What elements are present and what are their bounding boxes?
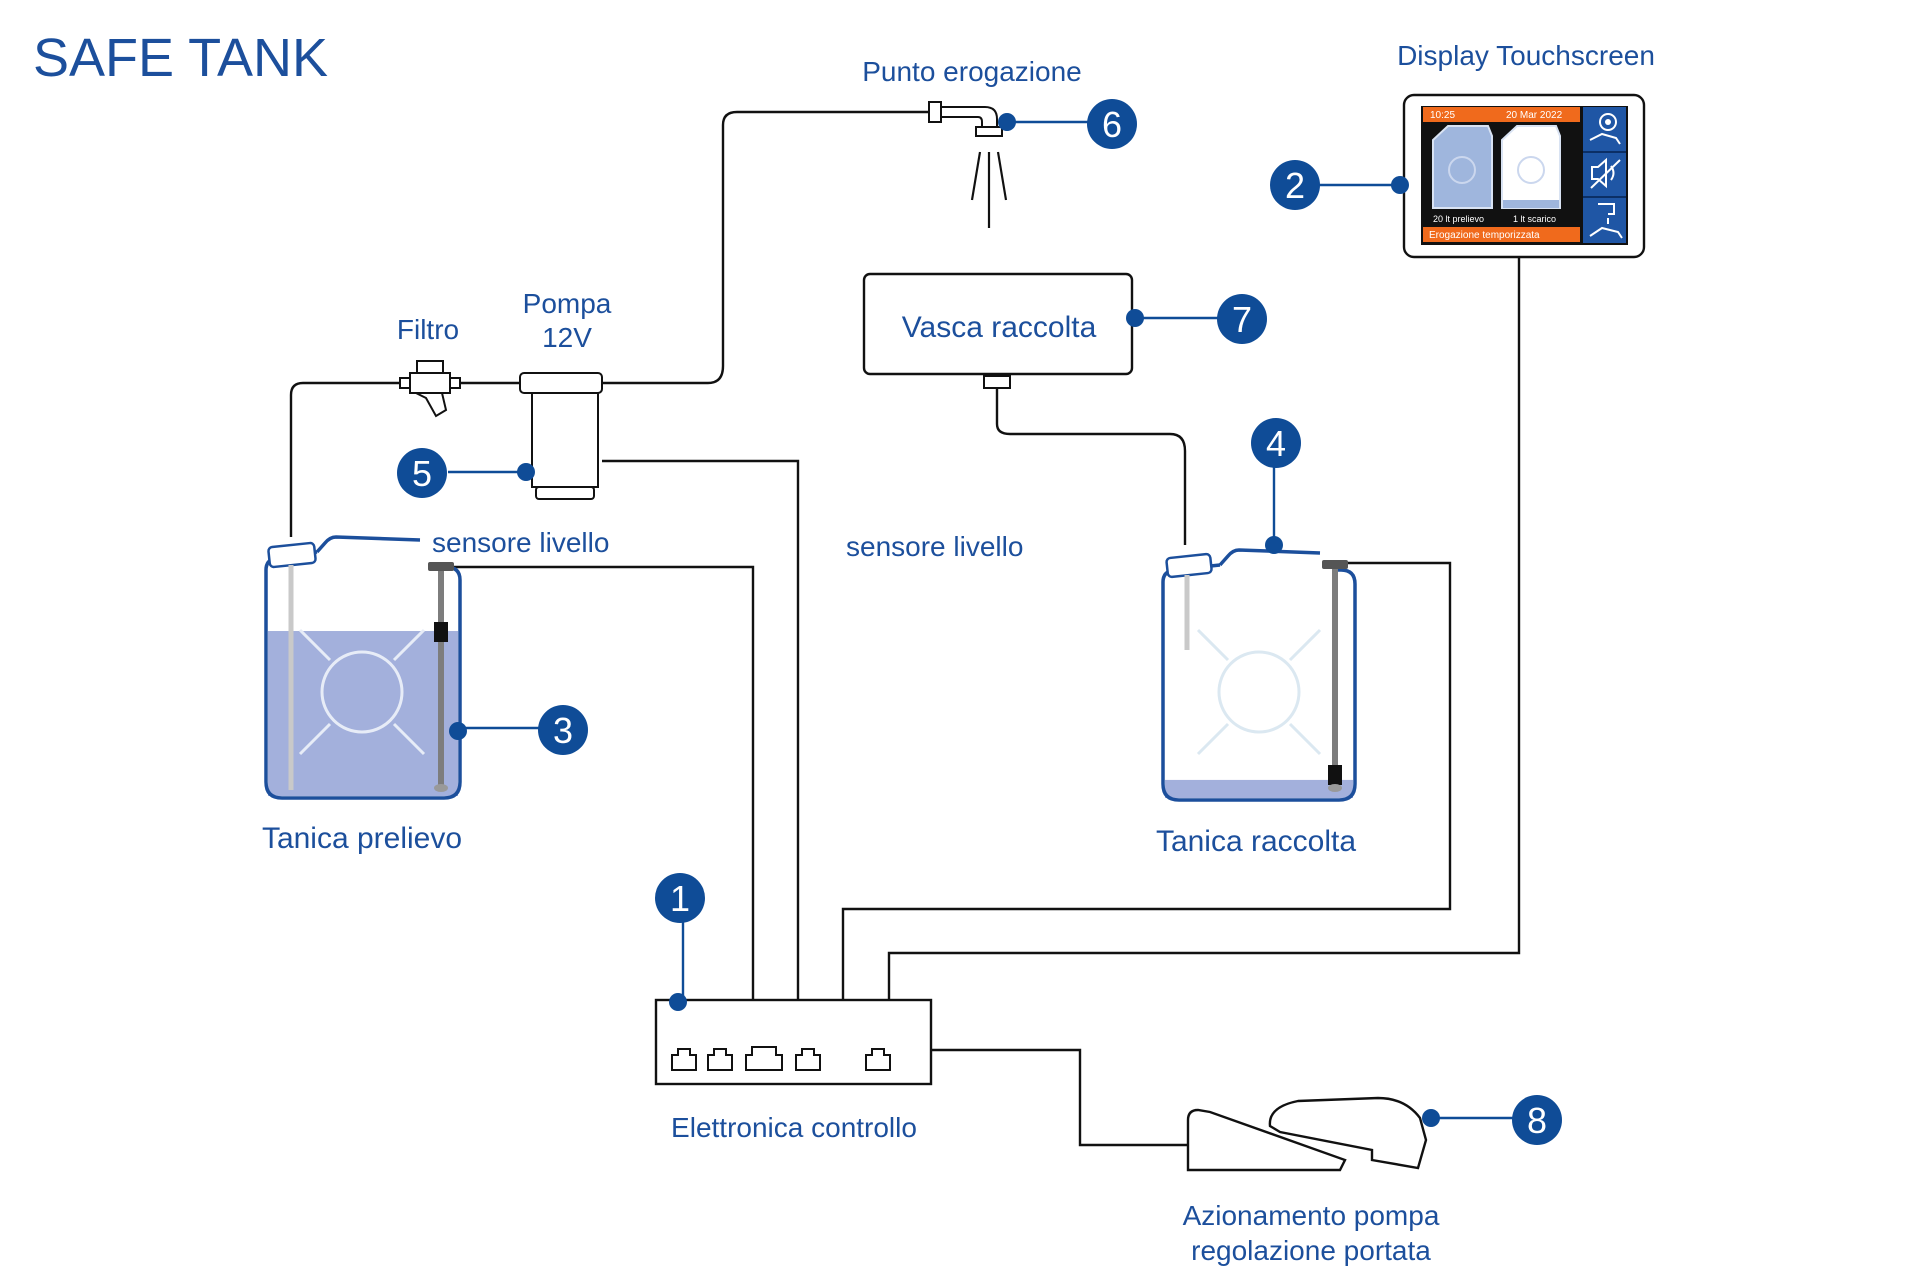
label-pedal-line1: Azionamento pompa [1183,1200,1440,1231]
screen-date: 20 Mar 2022 [1506,110,1563,121]
port-3 [745,1046,783,1071]
label-collection-basin: Vasca raccolta [902,311,1097,344]
dispense-tap [928,101,1008,228]
pipe-pump-to-dispense [602,110,929,385]
callout-1: 1 [655,873,705,923]
wire-pump [602,459,800,1000]
screen-status-bar [1423,227,1580,242]
connections [289,110,1521,1147]
pump-component [519,372,603,500]
screen-tank-scarico [1501,125,1561,209]
callout-7: 7 [1217,294,1267,344]
port-2 [707,1048,733,1071]
screen-tank-prelievo [1432,125,1493,209]
callout-6-number: 6 [1102,104,1122,145]
port-1 [671,1048,697,1071]
screen-tank-prelievo-label: 20 lt prelievo [1433,214,1484,224]
callout-2: 2 [1270,160,1320,210]
callout-3-number: 3 [553,710,573,751]
mute-icon[interactable] [1590,157,1621,189]
touchscreen-display: 10:25 20 Mar 2022 20 lt prelievo 1 lt sc… [1402,93,1646,259]
callout-8: 8 [1512,1095,1562,1145]
label-filter: Filtro [397,314,459,345]
pipe-tank-to-filter [289,381,400,537]
label-display: Display Touchscreen [1397,40,1655,71]
label-control-unit: Elettronica controllo [671,1112,917,1143]
callout-4-number: 4 [1266,423,1286,464]
label-dispense-point: Punto erogazione [862,56,1082,87]
callout-lines [448,120,1514,1120]
tap-hand-icon[interactable] [1589,203,1623,239]
screen-status: Erogazione temporizzata [1429,230,1540,241]
callout-3: 3 [538,705,588,755]
callout-4: 4 [1251,418,1301,468]
callout-2-number: 2 [1285,165,1305,206]
callout-6: 6 [1087,99,1137,149]
port-5 [865,1048,891,1071]
label-pump-line2: 12V [542,322,592,353]
wire-sensor-right [841,561,1452,1000]
label-tank-draw: Tanica prelievo [262,822,462,855]
settings-hand-icon[interactable] [1589,113,1621,145]
port-4 [795,1048,821,1071]
foot-pedal [1186,1096,1428,1172]
filter-component [399,360,461,418]
callout-5: 5 [397,448,447,498]
label-pedal-line2: regolazione portata [1191,1235,1431,1266]
wire-sensor-left [450,565,755,1000]
callout-7-number: 7 [1232,299,1252,340]
label-level-sensor-left: sensore livello [432,527,609,558]
label-tank-collect: Tanica raccolta [1156,825,1356,858]
callout-1-number: 1 [670,878,690,919]
screen-header-bar [1423,107,1580,122]
label-level-sensor-right: sensore livello [846,531,1023,562]
callout-5-number: 5 [412,453,432,494]
callout-8-number: 8 [1527,1100,1547,1141]
callout-dots [449,113,1440,1127]
screen-time: 10:25 [1430,110,1455,121]
tank-raccolta-water [1165,779,1353,798]
page-title: SAFE TANK [33,28,328,88]
wire-display [887,255,1521,1000]
wire-pedal [931,1048,1188,1147]
tank-prelievo [264,531,462,800]
screen-tank-scarico-label: 1 lt scarico [1513,214,1556,224]
pipe-basin-to-tank [995,388,1187,545]
label-pump-line1: Pompa [523,288,612,319]
control-unit [654,998,933,1086]
collection-basin [862,272,1134,389]
tank-prelievo-water [268,631,458,796]
tank-raccolta [1161,544,1357,802]
